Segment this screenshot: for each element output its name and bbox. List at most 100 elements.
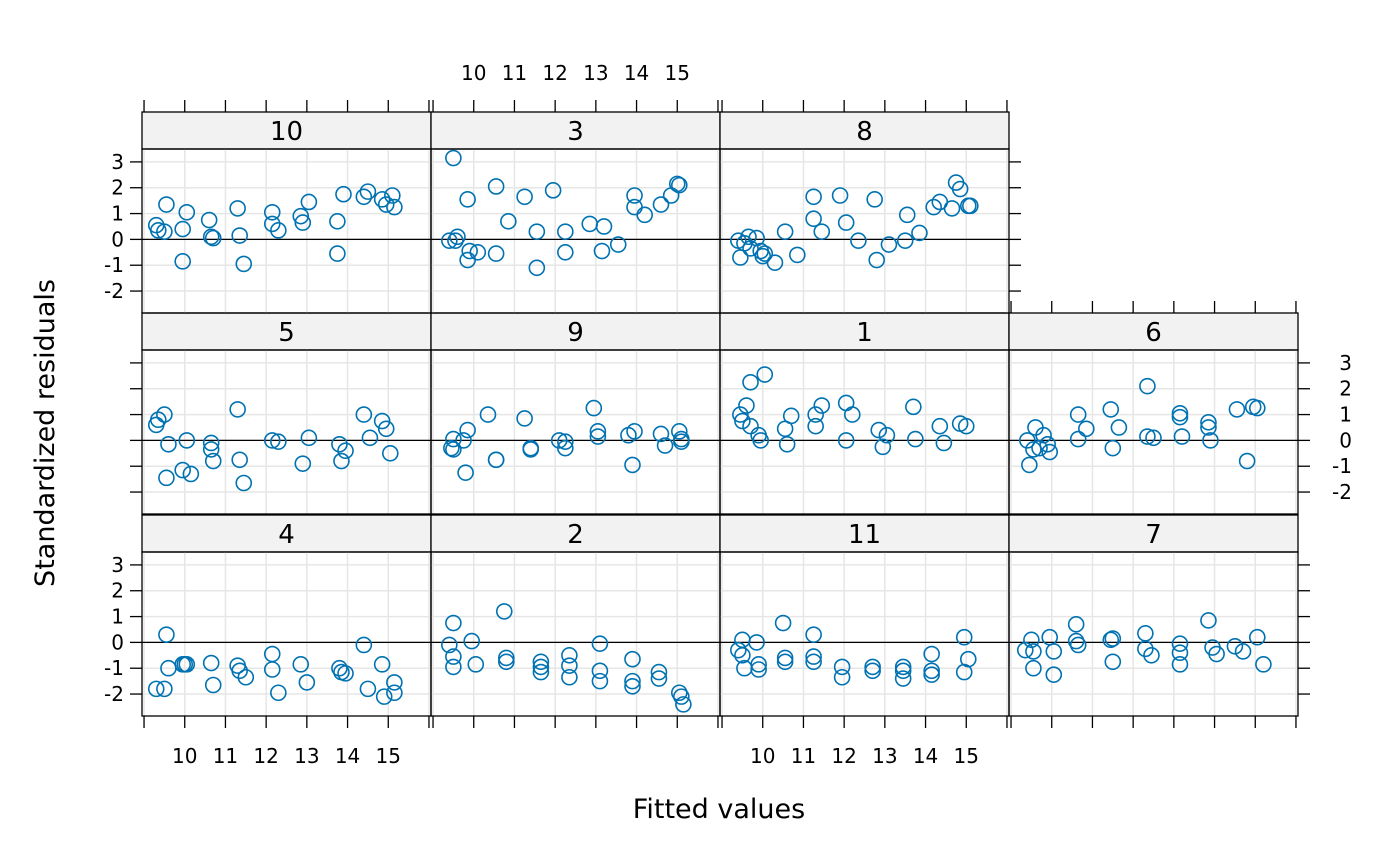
data-point [1171, 656, 1189, 673]
data-point [756, 245, 774, 262]
data-point [204, 452, 222, 470]
data-point [1069, 636, 1087, 654]
data-point [1200, 612, 1217, 629]
data-point [373, 656, 391, 673]
data-point [455, 432, 472, 449]
data-point [750, 656, 767, 673]
y-tick-label-right: 0 [1339, 428, 1352, 452]
data-point [837, 394, 855, 412]
data-point [730, 641, 747, 659]
panel-5: 5 [141, 312, 432, 515]
y-axis-title: Standardized residuals [30, 279, 61, 587]
y-tick-label-left: -1 [104, 253, 124, 277]
strip-background [141, 514, 432, 553]
data-point [335, 185, 352, 203]
data-point [443, 439, 460, 457]
data-point [1248, 628, 1266, 646]
data-point [495, 603, 513, 620]
data-point [294, 455, 312, 472]
y-tick-label-right: 3 [1339, 351, 1352, 375]
data-point [449, 228, 466, 246]
data-point [174, 253, 192, 270]
x-tick-label-bottom: 14 [913, 744, 938, 768]
data-point [359, 680, 377, 698]
data-point [1255, 656, 1272, 673]
data-point [626, 187, 643, 204]
panel-7: 7 [1008, 514, 1299, 717]
data-point [866, 191, 883, 208]
data-point [624, 677, 641, 695]
data-point [652, 425, 670, 443]
data-point [1025, 659, 1042, 677]
strip-label: 7 [1145, 520, 1162, 550]
data-point [235, 474, 253, 492]
data-point [951, 180, 969, 198]
data-point [516, 410, 533, 427]
x-tick-label-top: 11 [502, 61, 527, 85]
y-tick-label-left: 2 [111, 579, 124, 603]
data-point [270, 684, 287, 702]
data-point [459, 421, 476, 439]
data-point [668, 175, 686, 193]
data-point [381, 445, 399, 462]
data-point [202, 228, 220, 246]
data-point [1238, 452, 1256, 470]
data-point [778, 435, 796, 453]
data-point [833, 658, 851, 676]
strip-background [1008, 514, 1299, 553]
data-point [864, 662, 881, 680]
panel-9: 9 [430, 312, 721, 515]
data-point [561, 657, 578, 674]
data-point [732, 406, 749, 423]
data-point [375, 688, 393, 705]
data-point [561, 668, 578, 686]
data-point [609, 236, 627, 253]
data-point [923, 645, 940, 663]
data-point [624, 456, 641, 474]
data-point [734, 412, 751, 430]
data-point [1025, 643, 1042, 660]
data-point [1078, 420, 1095, 438]
data-point [585, 399, 603, 417]
data-point [805, 210, 822, 228]
data-point [943, 200, 961, 217]
data-point [813, 223, 831, 240]
data-point [837, 214, 855, 231]
data-point [377, 420, 395, 438]
data-point [333, 452, 350, 470]
y-tick-label-left: 3 [111, 553, 124, 577]
data-point [532, 658, 550, 676]
panel-frame [719, 148, 1010, 314]
data-point [263, 661, 281, 678]
panel-frame [1008, 349, 1299, 515]
data-point [479, 406, 497, 423]
data-point [561, 647, 578, 664]
data-point [158, 469, 175, 487]
data-point [1045, 643, 1063, 660]
data-point [355, 636, 373, 654]
data-point [373, 191, 391, 208]
data-point [294, 214, 312, 231]
data-point [776, 649, 794, 667]
data-point [445, 441, 462, 458]
strip-background [430, 514, 721, 553]
data-point [1041, 443, 1059, 461]
data-point [557, 223, 574, 240]
data-point [748, 634, 765, 651]
data-point [805, 648, 822, 665]
data-point [1202, 432, 1219, 449]
data-point [156, 680, 173, 698]
y-tick-label-left: -2 [104, 682, 124, 706]
data-point [337, 665, 354, 682]
data-point [905, 398, 922, 416]
data-point [158, 196, 175, 213]
panel-10: 10 [141, 111, 432, 314]
data-point [1200, 414, 1217, 431]
y-tick-label-right: -1 [1332, 454, 1352, 478]
data-point [923, 666, 940, 683]
data-point [156, 406, 173, 423]
data-point [204, 676, 222, 694]
data-point [457, 464, 474, 481]
